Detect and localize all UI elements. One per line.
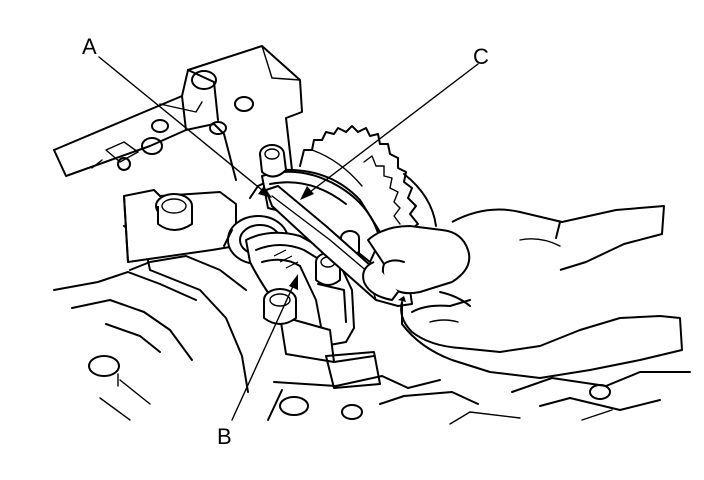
leader-lines — [98, 56, 479, 421]
leader-line-c — [309, 63, 479, 193]
callout-label-c: C — [473, 44, 489, 69]
arrowhead-c — [300, 186, 314, 200]
callout-label-a: A — [82, 34, 97, 59]
connecting-rod — [223, 144, 381, 389]
arrowhead-b — [289, 274, 298, 290]
arrowhead-a — [258, 186, 272, 198]
leader-line-a — [98, 56, 263, 191]
engine-block — [53, 45, 691, 425]
hand — [362, 205, 683, 379]
callout-label-b: B — [217, 424, 232, 449]
leader-line-b — [231, 283, 295, 421]
